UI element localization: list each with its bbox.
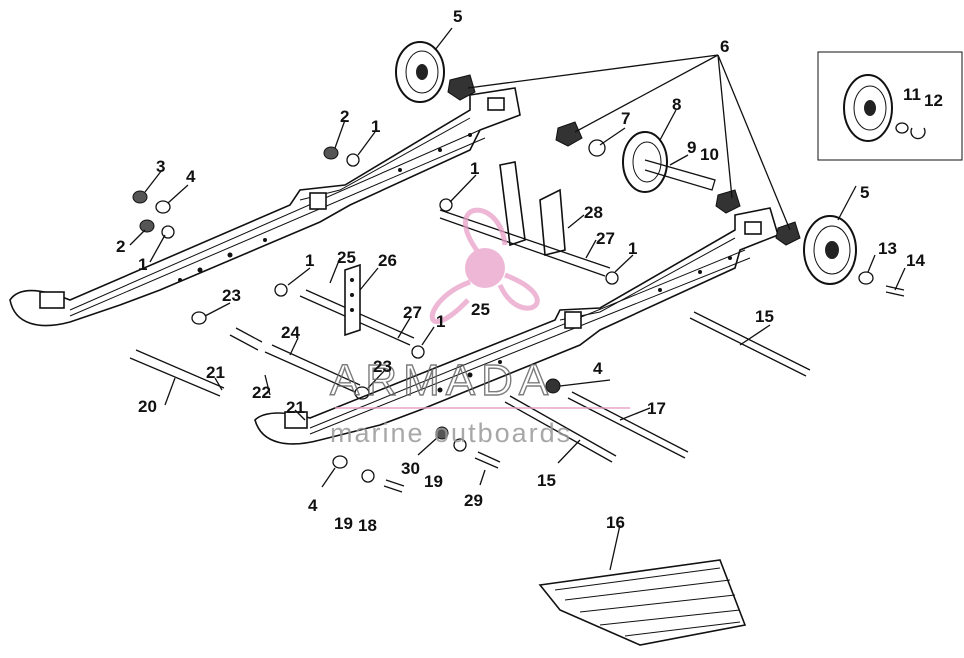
- idler-wheel-top: [395, 41, 445, 103]
- label-part-5: 5: [860, 183, 869, 202]
- label-part-9: 9: [687, 138, 696, 157]
- label-part-18: 18: [358, 516, 377, 535]
- label-part-4: 4: [308, 496, 318, 515]
- label-part-27: 27: [596, 229, 615, 248]
- label-part-7: 7: [621, 109, 630, 128]
- label-part-1: 1: [371, 117, 380, 136]
- axle-clamps: [447, 74, 801, 246]
- label-part-8: 8: [672, 95, 681, 114]
- label-part-12: 12: [924, 91, 943, 110]
- right-slide-rail: [254, 207, 779, 445]
- idler-wheel-right: [803, 215, 857, 285]
- label-part-30: 30: [401, 459, 420, 478]
- watermark-title: ARMADA: [330, 356, 554, 405]
- label-part-4: 4: [593, 359, 603, 378]
- left-slide-rail: [9, 87, 521, 327]
- label-part-6: 6: [720, 37, 729, 56]
- label-part-22: 22: [252, 383, 271, 402]
- label-part-15: 15: [755, 307, 774, 326]
- idler-wheel-detail-box: [817, 51, 963, 161]
- label-part-29: 29: [464, 491, 483, 510]
- label-part-3: 3: [156, 157, 165, 176]
- label-part-13: 13: [878, 239, 897, 258]
- label-part-19: 19: [334, 514, 353, 533]
- label-part-1: 1: [305, 251, 314, 270]
- spacer-bracket: [344, 263, 361, 337]
- label-part-21: 21: [286, 398, 305, 417]
- label-part-27: 27: [403, 303, 422, 322]
- label-part-1: 1: [436, 312, 445, 331]
- label-part-25: 25: [337, 248, 356, 267]
- leader-lines: [129, 27, 906, 571]
- label-part-5: 5: [453, 7, 462, 26]
- label-part-2: 2: [340, 107, 349, 126]
- label-part-4: 4: [186, 167, 196, 186]
- label-part-2: 2: [116, 237, 125, 256]
- label-part-28: 28: [584, 203, 603, 222]
- label-part-26: 26: [378, 251, 397, 270]
- label-part-21: 21: [206, 363, 225, 382]
- label-part-23: 23: [222, 286, 241, 305]
- shafts: [129, 285, 905, 493]
- washers-nuts: [132, 146, 874, 483]
- idler-wheel-center: [588, 131, 716, 193]
- label-part-1: 1: [470, 159, 479, 178]
- label-part-16: 16: [606, 513, 625, 532]
- label-part-1: 1: [138, 255, 147, 274]
- watermark: ARMADA marine outboards: [329, 207, 630, 448]
- label-part-24: 24: [281, 323, 300, 342]
- label-part-23: 23: [373, 357, 392, 376]
- label-part-14: 14: [906, 251, 925, 270]
- part-labels: 5 6 2 1 3 4 2 1 7 8 9 10 11 12 1 28 27 1…: [116, 7, 943, 535]
- label-part-17: 17: [647, 399, 666, 418]
- label-part-20: 20: [138, 397, 157, 416]
- label-part-25: 25: [471, 300, 490, 319]
- label-part-10: 10: [700, 145, 719, 164]
- label-part-1: 1: [628, 239, 637, 258]
- skid-plate: [538, 559, 747, 646]
- label-part-15: 15: [537, 471, 556, 490]
- label-part-19: 19: [424, 472, 443, 491]
- watermark-propeller-icon: [429, 207, 540, 324]
- label-part-11: 11: [903, 85, 921, 104]
- watermark-subtitle: marine outboards: [330, 418, 572, 448]
